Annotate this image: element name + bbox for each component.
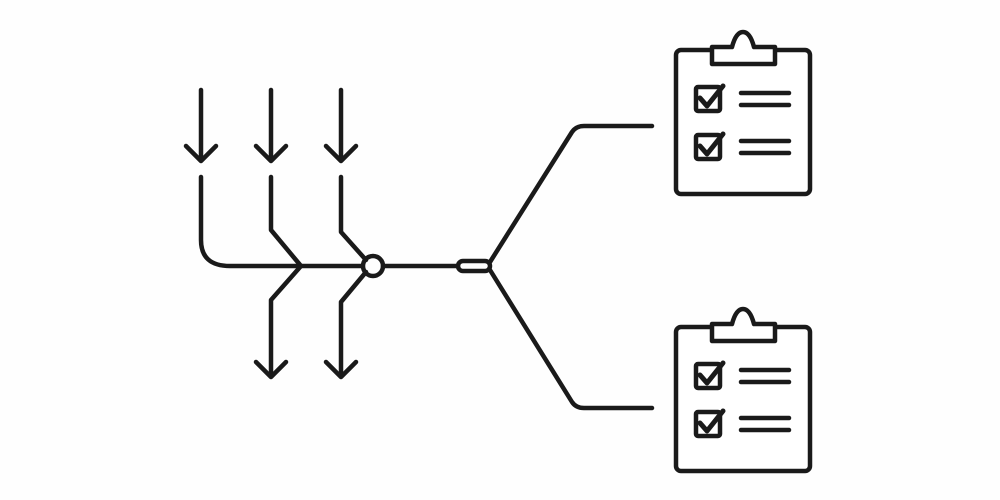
check-mark-icon <box>697 83 726 109</box>
input-arrow-3 <box>323 87 359 164</box>
arrowhead-down-icon <box>253 143 289 164</box>
arrowhead-down-icon <box>183 143 219 164</box>
split-node-pill <box>455 258 493 274</box>
checkbox-2 <box>693 132 723 162</box>
clipboard-clip <box>709 29 778 67</box>
branch-line-bottom <box>487 267 655 411</box>
output-arrowhead-1-down-icon <box>253 359 289 380</box>
input-line-1-merge <box>198 174 365 269</box>
output-line-from-merge <box>338 269 369 375</box>
arrowhead-down-icon <box>323 143 359 164</box>
output-arrowhead-2-down-icon <box>323 359 359 380</box>
checkbox-1 <box>693 361 723 391</box>
checklist-top-clipboard-icon <box>673 29 813 197</box>
check-mark-icon <box>697 131 726 157</box>
clipboard-board <box>673 47 813 197</box>
check-mark-icon <box>697 360 726 386</box>
input-arrow-1 <box>183 87 219 164</box>
input-line-3-crossing <box>338 174 369 263</box>
clipboard-board <box>673 324 813 474</box>
checkbox-1 <box>693 84 723 114</box>
check-mark-icon <box>697 408 726 434</box>
checkbox-2 <box>693 409 723 439</box>
input-arrow-2 <box>253 87 289 164</box>
checklist-bottom-clipboard-icon <box>673 306 813 474</box>
input-line-2-crossing <box>268 174 304 375</box>
clipboard-clip <box>709 306 778 344</box>
branch-line-top <box>487 123 655 265</box>
